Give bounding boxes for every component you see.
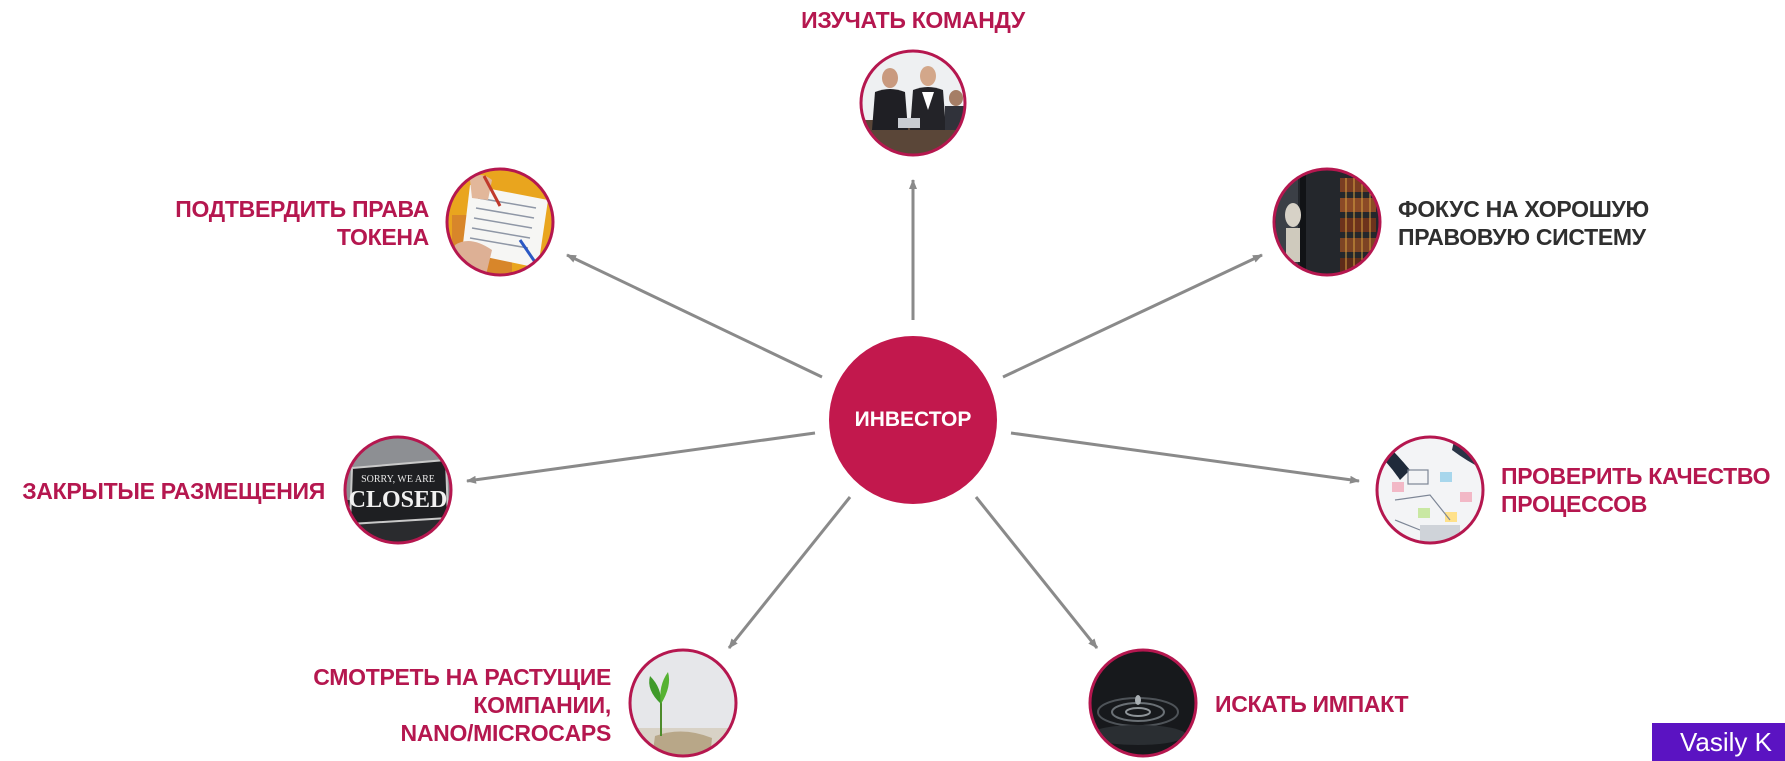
legal-system-label: ФОКУС НА ХОРОШУЮ ПРАВОВУЮ СИСТЕМУ [1398, 196, 1649, 250]
water-drop-photo-icon [1088, 648, 1198, 758]
token-rights-label: ПОДТВЕРДИТЬ ПРАВА ТОКЕНА [175, 196, 429, 250]
impact-label: ИСКАТЬ ИМПАКТ [1215, 691, 1409, 717]
arrow-to-token-rights [566, 253, 823, 379]
library-bookshelf-photo-icon [1272, 167, 1382, 277]
sprout-photo-icon [628, 648, 738, 758]
closed-placements-label: ЗАКРЫТЫЕ РАЗМЕЩЕНИЯ [22, 478, 325, 504]
connector-arrows [466, 179, 1360, 649]
planning-notes-photo-icon [1375, 435, 1485, 545]
investor-center-label: ИНВЕСТОР [854, 408, 972, 431]
arrow-to-closed-placements [466, 431, 816, 484]
growing-companies-label: СМОТРЕТЬ НА РАСТУЩИЕ КОМПАНИИ, NANO/MICR… [313, 664, 611, 746]
arrow-to-legal-system [1002, 253, 1263, 379]
arrow-to-growing-companies [727, 496, 852, 649]
signing-document-photo-icon [445, 167, 555, 277]
closed-sign-photo-icon: SORRY, WE ARE CLOSED [343, 435, 453, 545]
closed-sign-big-text: CLOSED [349, 487, 448, 513]
team-label: ИЗУЧАТЬ КОМАНДУ [801, 7, 1025, 33]
presenter-name-badge: Vasily K [1652, 723, 1785, 761]
arrow-to-impact [974, 496, 1099, 649]
closed-sign-small-text: SORRY, WE ARE [361, 474, 435, 485]
investor-center-circle [829, 336, 997, 504]
process-quality-label: ПРОВЕРИТЬ КАЧЕСТВО ПРОЦЕССОВ [1501, 463, 1771, 517]
business-team-photo-icon [859, 49, 967, 157]
arrow-to-process-quality [1010, 431, 1360, 484]
